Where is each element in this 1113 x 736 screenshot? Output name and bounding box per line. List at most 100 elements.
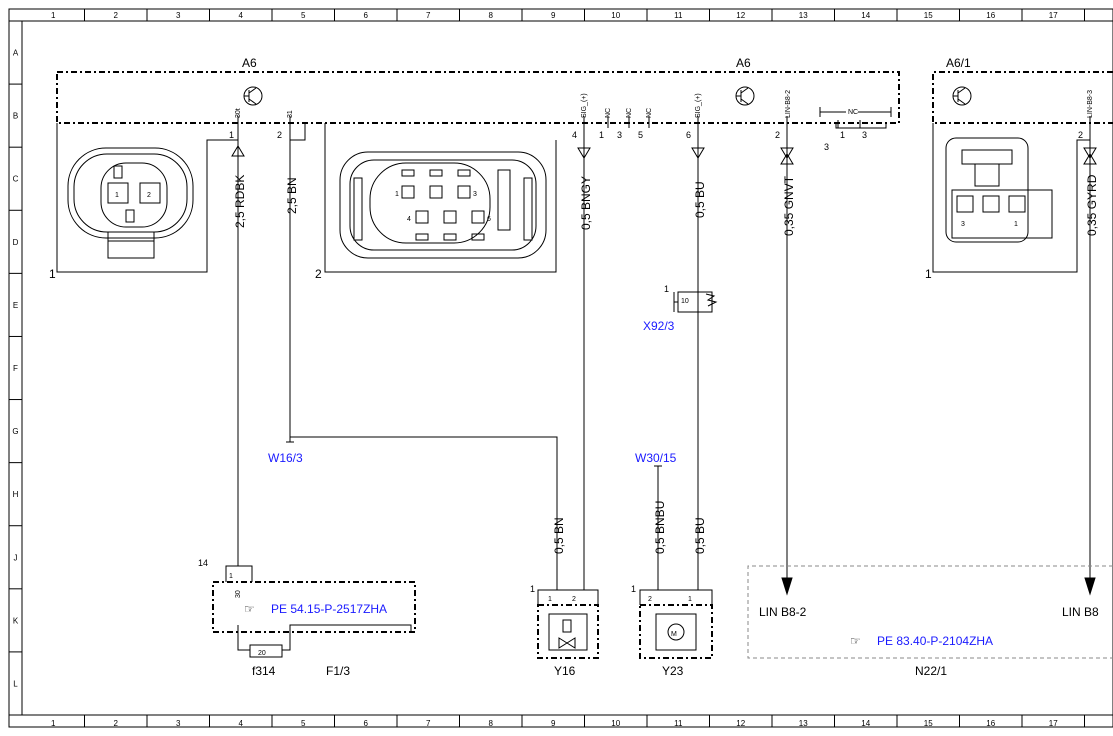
connector-a6-1-label: 1 — [925, 267, 932, 281]
connector-x92-3-link[interactable]: X92/3 — [643, 319, 675, 333]
pin-number: 3 — [824, 142, 829, 152]
output-arrow-icon — [691, 147, 705, 159]
pin-number: 6 — [686, 130, 691, 140]
lin-b8-label: LIN B8 — [1062, 605, 1099, 619]
x92-pin-number: 1 — [664, 284, 669, 294]
splice-w16-3-link[interactable]: W16/3 — [268, 451, 303, 465]
column-number: 10 — [611, 719, 620, 728]
connector-x92-3 — [673, 291, 718, 313]
column-number: 17 — [1049, 11, 1058, 20]
column-number: 16 — [986, 719, 995, 728]
wire-label-gyrd: 0,35 GYRD — [1085, 174, 1099, 236]
row-letter: H — [13, 490, 19, 499]
column-number: 6 — [364, 11, 369, 20]
reference-pe-54-15-label[interactable]: PE 54.15-P-2517ZHA — [271, 602, 387, 616]
column-number: 14 — [861, 11, 870, 20]
column-number: 12 — [736, 719, 745, 728]
column-number: 11 — [674, 11, 683, 20]
pin-number: 4 — [572, 130, 577, 140]
connector-2-housing — [324, 123, 557, 273]
column-number: 12 — [736, 11, 745, 20]
wire-label-bngy: 0,5 BNGY — [579, 176, 593, 230]
wire-label-bu: 0,5 BU — [693, 181, 707, 218]
column-number: 5 — [301, 11, 306, 20]
connector-a6-1-pin-3: 3 — [961, 221, 965, 228]
connector-2-pin-3: 3 — [473, 191, 477, 198]
f1-pin-1: 1 — [229, 573, 233, 580]
pin-number: 3 — [862, 130, 867, 140]
component-y16 — [537, 589, 599, 659]
pin-number: 3 — [617, 130, 622, 140]
transistor-icon — [952, 86, 972, 106]
pin-label-lin-b8-3: LIN-B8-3 — [1087, 90, 1094, 118]
row-letter: J — [14, 553, 18, 562]
y23-pin-1: 1 — [688, 596, 692, 603]
connector-2-pin-6: 6 — [487, 216, 491, 223]
column-number: 2 — [114, 11, 119, 20]
column-number: 17 — [1049, 719, 1058, 728]
row-letter: B — [13, 112, 18, 121]
component-n22-1-box — [747, 565, 1113, 659]
reference-link-pe-83[interactable]: ☞ PE 83.40-P-2104ZHA — [850, 634, 993, 648]
y16-ref-number: 1 — [530, 584, 535, 594]
y23-pin-2: 2 — [648, 596, 652, 603]
wire-label-gnvt: 0,35 GNVT — [782, 175, 796, 236]
ground-w30-15-link[interactable]: W30/15 — [635, 451, 677, 465]
fuse-box-f1-3 — [212, 565, 416, 658]
column-number: 8 — [489, 719, 494, 728]
pin-label-sig: SIG_(+) — [581, 93, 588, 118]
fuse-f314-label: f314 — [252, 664, 276, 678]
row-letter: A — [13, 49, 19, 58]
column-number: 13 — [799, 11, 808, 20]
reference-link-pe-54[interactable]: ☞ PE 54.15-P-2517ZHA — [244, 602, 387, 616]
f1-pin-30: 30 — [235, 590, 242, 598]
column-number: 5 — [301, 719, 306, 728]
input-arrow-icon — [231, 145, 245, 157]
column-number: 7 — [426, 719, 431, 728]
bidirectional-arrow-icon — [780, 147, 794, 165]
module-a6-right-label: A6 — [736, 56, 751, 70]
column-number: 8 — [489, 11, 494, 20]
pin-number: 1 — [229, 130, 234, 140]
pin-number: 5 — [638, 130, 643, 140]
arrow-down-icon — [1084, 577, 1096, 596]
module-a6-box — [56, 71, 900, 124]
fuse-box-f1-3-label: F1/3 — [326, 664, 350, 678]
connector-a6-1-pin-1: 1 — [1014, 221, 1018, 228]
connector-2-pin-1: 1 — [395, 191, 399, 198]
connector-a6-1-housing — [932, 123, 1090, 273]
f1-pin-number: 14 — [198, 558, 208, 568]
column-number: 1 — [51, 719, 56, 728]
module-a6-1-label: A6/1 — [946, 56, 971, 70]
connector-1-housing — [56, 123, 306, 273]
column-number: 6 — [364, 719, 369, 728]
pin-number: 2 — [775, 130, 780, 140]
column-number: 7 — [426, 11, 431, 20]
component-y23-label: Y23 — [662, 664, 684, 678]
connector-1-pin-2: 2 — [147, 192, 151, 199]
column-number: 9 — [551, 719, 556, 728]
lin-b8-2-label: LIN B8-2 — [759, 605, 807, 619]
wire-label-bu-lower: 0,5 BU — [693, 517, 707, 554]
hand-pointer-icon: ☞ — [850, 634, 861, 648]
column-number: 4 — [239, 719, 244, 728]
module-a6-left-label: A6 — [242, 56, 257, 70]
reference-pe-83-40-label[interactable]: PE 83.40-P-2104ZHA — [877, 634, 993, 648]
output-arrow-icon — [577, 147, 591, 159]
pin-label-30t: 30t — [235, 108, 242, 118]
column-number: 16 — [986, 11, 995, 20]
x92-cavity: 10 — [681, 298, 689, 305]
y16-pin-2: 2 — [572, 596, 576, 603]
component-n22-1-label: N22/1 — [915, 664, 947, 678]
transistor-icon — [735, 86, 755, 106]
row-letter: K — [13, 616, 19, 625]
pin-number: 1 — [599, 130, 604, 140]
pin-label-lin-b8-2: LIN-B8-2 — [785, 90, 792, 118]
column-number: 13 — [799, 719, 808, 728]
connector-2-label: 2 — [315, 267, 322, 281]
module-a6-1-box — [932, 71, 1113, 124]
